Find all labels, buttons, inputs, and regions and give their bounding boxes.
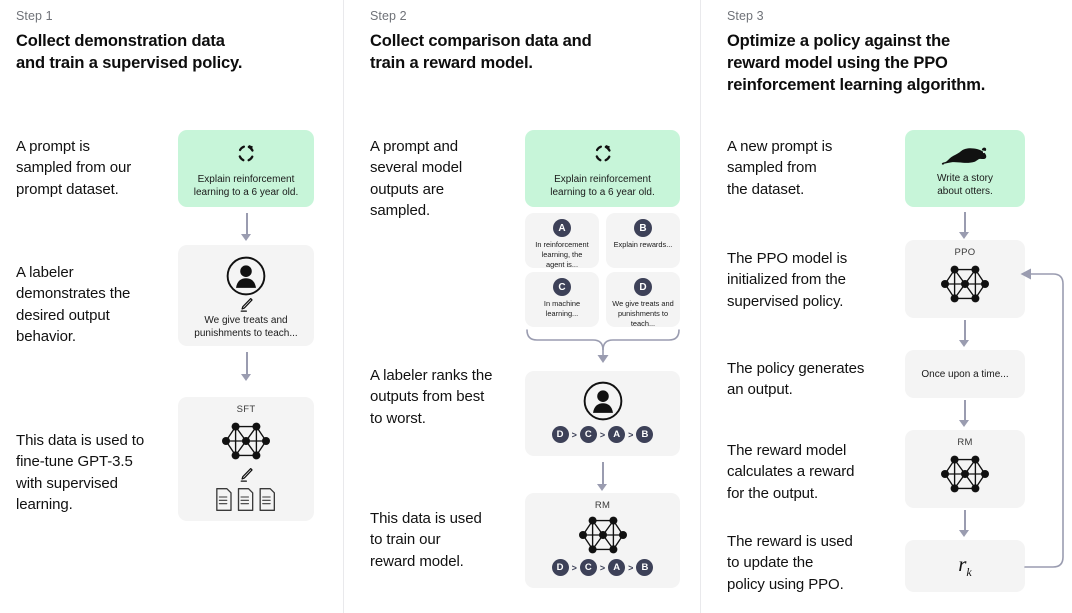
step-2-rm-ranking-row: D > C > A > B — [525, 559, 680, 576]
step-1-caption-2: A labeler demonstrates the desired outpu… — [16, 264, 131, 345]
rank-chip-1: D — [551, 426, 569, 443]
feedback-loop-arrow — [1017, 262, 1069, 579]
rm-label: RM — [594, 500, 611, 511]
step-2-ranking-row: D > C > A > B — [525, 426, 680, 443]
step-3-caption-4: The reward model calculates a reward for… — [727, 442, 855, 502]
step-1-label: Step 1 — [16, 9, 53, 23]
arrow-step3-4 — [959, 510, 970, 538]
step-2-caption-2: A labeler ranks the outputs from best to… — [370, 367, 493, 427]
rank-sep-3: > — [628, 429, 634, 440]
step-2-caption-1: A prompt and several model outputs are s… — [370, 138, 463, 219]
output-a-text: In reinforcement learning, the agent is.… — [535, 240, 589, 269]
refresh-dashed-icon — [592, 143, 613, 169]
step-3-rm-label: RM — [957, 437, 973, 448]
step-2-output-card-a[interactable]: A In reinforcement learning, the agent i… — [525, 213, 599, 269]
reward-symbol-base: r — [958, 552, 967, 576]
step-3-label: Step 3 — [727, 9, 764, 23]
step-3-column: Step 3 Optimize a policy against the rew… — [701, 0, 1072, 613]
step-3-rm-box[interactable]: RM — [905, 430, 1025, 508]
step-1-sft-box[interactable]: SFT — [178, 397, 314, 521]
step-1-labeler-box[interactable]: We give treats and punishments to teach.… — [178, 245, 314, 346]
rm-rank-chip-2: C — [579, 559, 597, 576]
step-3-output-box[interactable]: Once upon a time... — [905, 350, 1025, 398]
output-b-text: Explain rewards... — [613, 240, 673, 249]
step-3-caption-3: The policy generates an output. — [727, 360, 865, 399]
step-1-caption-3: This data is used to fine-tune GPT-3.5 w… — [16, 432, 145, 513]
step-3-reward-box[interactable]: rk — [905, 540, 1025, 592]
reward-symbol: rk — [905, 552, 1025, 580]
step-2-label: Step 2 — [370, 9, 407, 23]
badge-a: A — [553, 219, 571, 237]
rank-sep-2: > — [599, 429, 606, 440]
step-2-ranking-box[interactable]: D > C > A > B — [525, 371, 680, 456]
step-1-labeler-text: We give treats and punishments to teach.… — [194, 315, 298, 340]
step-3-prompt-text: Write a story about otters. — [937, 173, 993, 198]
rank-chip-2: C — [579, 426, 597, 443]
step-3-prompt-box[interactable]: Write a story about otters. — [905, 130, 1025, 207]
step-2-title: Collect comparison data and train a rewa… — [370, 32, 592, 72]
badge-d: D — [634, 278, 652, 296]
step-2-output-card-b[interactable]: B Explain rewards... — [606, 213, 680, 268]
step-3-caption-1: A new prompt is sampled from the dataset… — [727, 138, 833, 198]
output-c-text: In machine learning... — [543, 299, 581, 318]
arrow-step3-1 — [959, 212, 970, 240]
step-3-output-text: Once upon a time... — [921, 369, 1009, 380]
arrow-step3-3 — [959, 400, 970, 428]
step-2-column: Step 2 Collect comparison data and train… — [344, 0, 700, 613]
neural-network-icon — [575, 511, 631, 564]
output-d-text: We give treats and punishments to teach.… — [612, 299, 674, 328]
column-divider-2 — [700, 0, 701, 613]
arrow-step2-2 — [597, 462, 608, 492]
step-1-column: Step 1 Collect demonstration data and tr… — [0, 0, 343, 613]
rank-chip-4: B — [636, 426, 654, 443]
step-1-prompt-box[interactable]: Explain reinforcement learning to a 6 ye… — [178, 130, 314, 207]
step-2-output-card-d[interactable]: D We give treats and punishments to teac… — [606, 272, 680, 328]
ppo-label: PPO — [954, 247, 976, 258]
step-2-output-card-c[interactable]: C In machine learning... — [525, 272, 599, 327]
step-2-rm-box[interactable]: RM D > C > A > — [525, 493, 680, 588]
step-1-caption-1: A prompt is sampled from our prompt data… — [16, 138, 132, 198]
badge-c: C — [553, 278, 571, 296]
merge-brace — [525, 328, 681, 373]
neural-network-icon — [218, 417, 274, 470]
step-1-prompt-text: Explain reinforcement learning to a 6 ye… — [193, 174, 299, 199]
reward-symbol-sub: k — [966, 565, 972, 580]
step-3-title: Optimize a policy against the reward mod… — [727, 32, 986, 94]
arrow-step1-1 — [241, 213, 252, 241]
otter-icon — [941, 144, 989, 171]
neural-network-icon — [937, 260, 993, 313]
rm-rank-sep-1: > — [571, 562, 577, 573]
arrow-step3-2 — [959, 320, 970, 348]
arrow-step1-2 — [241, 352, 252, 382]
sft-label: SFT — [236, 404, 256, 415]
step-2-prompt-text: Explain reinforcement learning to a 6 ye… — [550, 174, 655, 199]
person-icon — [582, 380, 624, 427]
rm-rank-chip-1: D — [551, 559, 569, 576]
pencil-icon — [239, 467, 254, 488]
badge-b: B — [634, 219, 652, 237]
rank-sep-1: > — [571, 429, 577, 440]
step-1-title: Collect demonstration data and train a s… — [16, 32, 243, 72]
person-icon — [225, 255, 267, 302]
step-2-prompt-box[interactable]: Explain reinforcement learning to a 6 ye… — [525, 130, 680, 207]
rm-rank-chip-4: B — [636, 559, 654, 576]
rm-rank-sep-3: > — [628, 562, 634, 573]
step-3-caption-2: The PPO model is initialized from the su… — [727, 250, 848, 310]
rm-rank-chip-3: A — [608, 559, 626, 576]
refresh-dashed-icon — [236, 143, 257, 169]
step-3-ppo-box[interactable]: PPO — [905, 240, 1025, 318]
rm-rank-sep-2: > — [599, 562, 606, 573]
neural-network-icon — [937, 450, 993, 503]
step-3-caption-5: The reward is used to update the policy … — [727, 533, 853, 593]
rank-chip-3: A — [608, 426, 626, 443]
documents-icon — [215, 487, 277, 517]
column-divider-1 — [343, 0, 344, 613]
step-2-caption-3: This data is used to train our reward mo… — [370, 510, 482, 570]
pencil-icon — [239, 297, 254, 318]
